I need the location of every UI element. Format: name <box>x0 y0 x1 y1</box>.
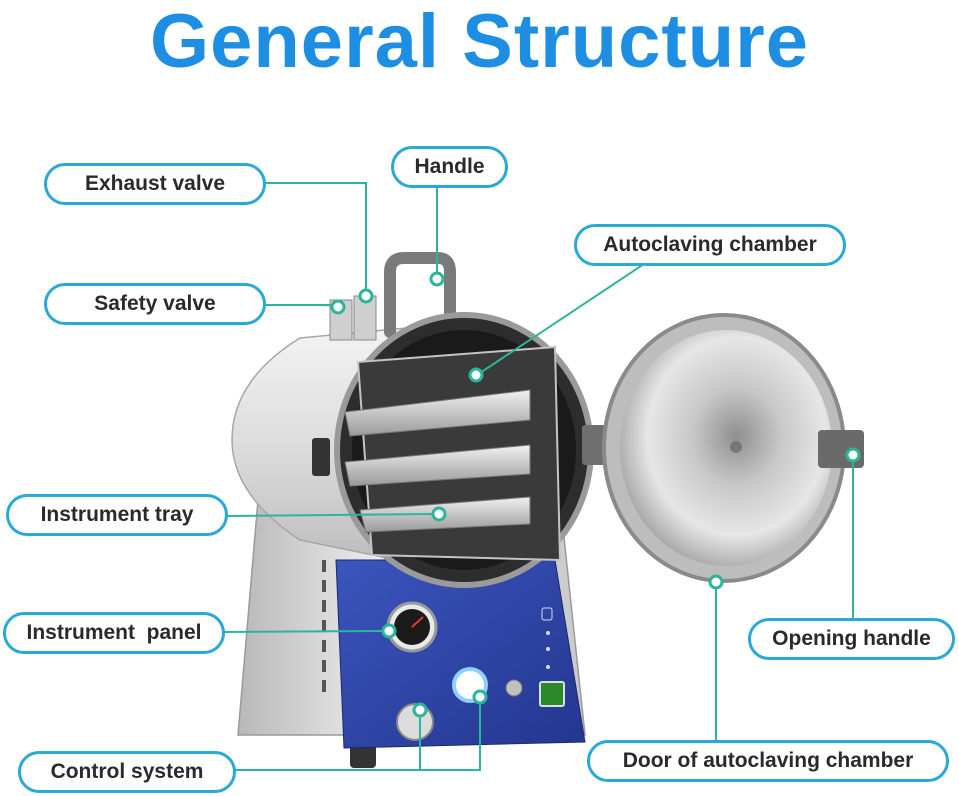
chamber-opening <box>334 312 594 588</box>
label-exhaust-valve: Exhaust valve <box>44 163 266 205</box>
door <box>582 313 864 583</box>
callout-markers <box>330 271 861 718</box>
leader-tray <box>225 513 439 517</box>
label-control-system: Control system <box>18 751 236 793</box>
marker-opening <box>845 447 861 463</box>
label-safety-valve: Safety valve <box>44 283 266 325</box>
marker-tray <box>431 506 447 522</box>
marker-panel <box>381 623 397 639</box>
label-autoclaving-chamber: Autoclaving chamber <box>574 224 846 266</box>
label-handle: Handle <box>391 146 508 188</box>
label-instrument-tray: Instrument tray <box>6 494 228 536</box>
leader-lines <box>221 182 854 771</box>
marker-control-outlet <box>472 689 488 705</box>
leader-control-2 <box>420 697 481 771</box>
marker-control-knob <box>412 702 428 718</box>
leader-chamber <box>476 263 645 376</box>
marker-safety <box>330 299 346 315</box>
marker-handle <box>429 271 445 287</box>
label-instrument-panel: Instrument panel <box>3 612 225 654</box>
control-panel <box>335 559 586 749</box>
marker-chamber <box>468 367 484 383</box>
label-opening-handle: Opening handle <box>748 618 955 660</box>
marker-door <box>708 574 724 590</box>
label-door-of-autoclaving-chamber: Door of autoclaving chamber <box>587 740 949 782</box>
page-title: General Structure <box>150 0 809 84</box>
marker-exhaust <box>358 288 374 304</box>
leader-exhaust <box>264 182 367 296</box>
leader-panel <box>221 630 389 633</box>
